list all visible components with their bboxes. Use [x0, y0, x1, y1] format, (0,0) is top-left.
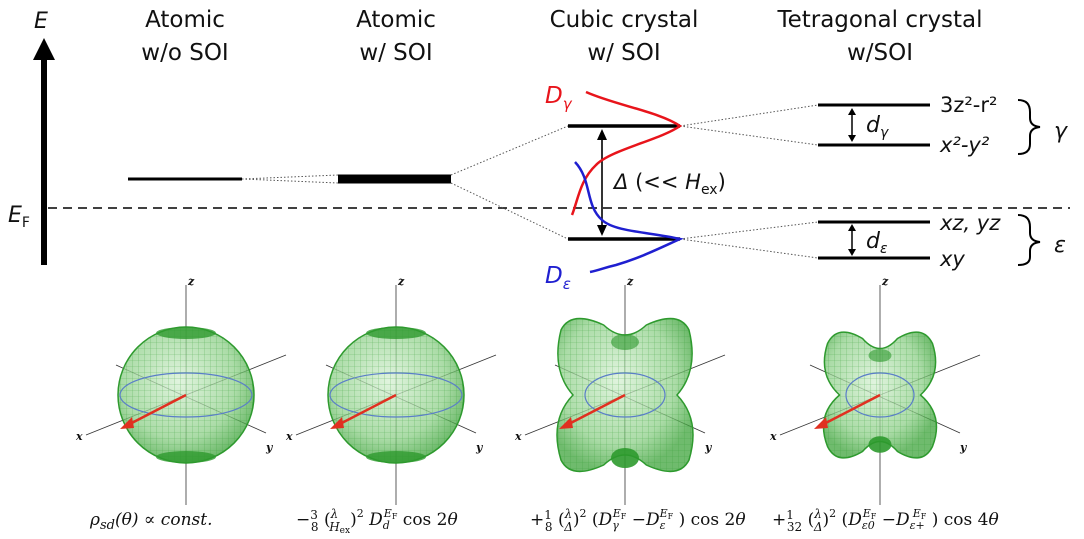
- gap-h: H: [685, 170, 701, 194]
- d-gamma-sub: γ: [563, 95, 573, 113]
- axis-x-label: x: [769, 430, 777, 443]
- axis-z-label: z: [626, 275, 634, 288]
- d-gamma-curve: [570, 90, 683, 216]
- connector-lines: [241, 104, 819, 259]
- formula-atomic-no-soi: ρsd(θ) ∝ const.: [89, 510, 212, 533]
- gap-arrow: [597, 129, 607, 236]
- axis-z-label: z: [881, 275, 889, 288]
- col2-title-line1: Atomic: [356, 7, 436, 33]
- axis-y-label: y: [959, 441, 968, 454]
- d-gamma-letter: D: [545, 83, 563, 109]
- col4-title-line1: Tetragonal crystal: [776, 7, 982, 33]
- gap-delta: Δ: [612, 170, 628, 194]
- axis-x-label: x: [514, 430, 522, 443]
- axis-y-label: y: [704, 441, 713, 454]
- axis-x-label: x: [75, 430, 83, 443]
- axis-y-label: y: [265, 441, 274, 454]
- tetra-d-eps-letter: d: [866, 229, 881, 254]
- gap-h-sub: ex: [701, 182, 718, 198]
- col1-title-line2: w/o SOI: [141, 40, 228, 66]
- tetra-d-gamma: dγ: [866, 113, 889, 141]
- gamma-group-label: γ: [1054, 119, 1068, 144]
- tetra-d-gamma-letter: d: [866, 113, 881, 138]
- energy-axis-label: E: [34, 9, 48, 34]
- energy-axis: E: [33, 9, 55, 265]
- fermi-label-sub: F: [22, 215, 30, 231]
- orbital-shape-4: z x y: [769, 275, 981, 505]
- column-titles: Atomic w/o SOI Atomic w/ SOI Cubic cryst…: [141, 7, 982, 66]
- axis-y-label: y: [475, 441, 484, 454]
- orbital-xy: xy: [939, 247, 965, 271]
- tetra-d-gamma-sub: γ: [880, 125, 889, 141]
- eps-group-label: ε: [1054, 233, 1066, 258]
- orbital-3z2-r2: 3z²-r²: [940, 93, 997, 117]
- col3-title-line2: w/ SOI: [587, 40, 660, 66]
- d-eps-label: Dε: [545, 263, 571, 293]
- axis-z-label: z: [397, 275, 405, 288]
- axis-x-label: x: [285, 430, 293, 443]
- col4-title-line2: w/SOI: [847, 40, 913, 66]
- axis-z-label: z: [187, 275, 195, 288]
- d-gamma-label: Dγ: [545, 83, 573, 113]
- orbital-shape-3: z x y: [514, 275, 726, 505]
- fermi-level: EF: [8, 203, 1070, 231]
- col1-title-line1: Atomic: [145, 7, 225, 33]
- d-eps-letter: D: [545, 263, 563, 289]
- d-eps-sub: ε: [563, 275, 571, 293]
- col3-title-line1: Cubic crystal: [550, 7, 699, 33]
- braces: [1017, 99, 1041, 266]
- orbital-shape-2: z x y: [285, 275, 497, 505]
- fermi-label: E: [8, 203, 22, 228]
- tetragonal-levels: [818, 103, 930, 260]
- gap-close: ): [718, 170, 726, 194]
- col2-title-line2: w/ SOI: [359, 40, 432, 66]
- gap-label: Δ (<< Hex): [612, 170, 726, 198]
- orbital-shape-1: z x y: [75, 275, 287, 505]
- tetra-d-eps: dε: [866, 229, 888, 257]
- tetra-d-eps-sub: ε: [880, 241, 888, 257]
- svg-text:EF: EF: [8, 203, 30, 231]
- d-eps-curve: [574, 161, 684, 274]
- orbital-x2-y2: x²-y²: [939, 133, 990, 157]
- gap-text: (<<: [635, 170, 678, 194]
- orbital-xz-yz: xz, yz: [939, 211, 1001, 235]
